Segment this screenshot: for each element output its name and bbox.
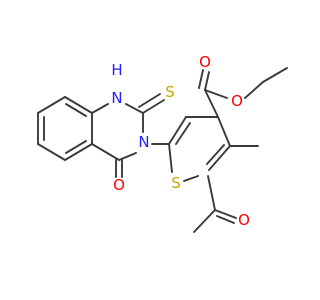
- atom-label-thione-s: S: [165, 83, 175, 101]
- benzene-ring: [37, 96, 93, 161]
- quinazolinone-ring: [91, 93, 165, 178]
- thiophene-ring: [168, 116, 231, 182]
- atom-label-ester-carbonyl-o: O: [199, 53, 211, 71]
- atom-label-thiophene-s: S: [171, 174, 181, 192]
- atom-label-ester-ether-o: O: [231, 92, 243, 110]
- molecule-structure-diagram: N H N S O O O S O: [37, 53, 288, 233]
- atom-label-nh-h: H: [111, 61, 122, 79]
- ethyl-ester-group: [198, 67, 288, 118]
- atom-label-nh-n: N: [111, 89, 122, 107]
- atom-label-n3: N: [138, 133, 149, 151]
- atom-label-quinazolinone-o: O: [113, 176, 125, 194]
- atom-label-acetyl-o: O: [238, 211, 250, 229]
- acetyl-group: [193, 175, 237, 233]
